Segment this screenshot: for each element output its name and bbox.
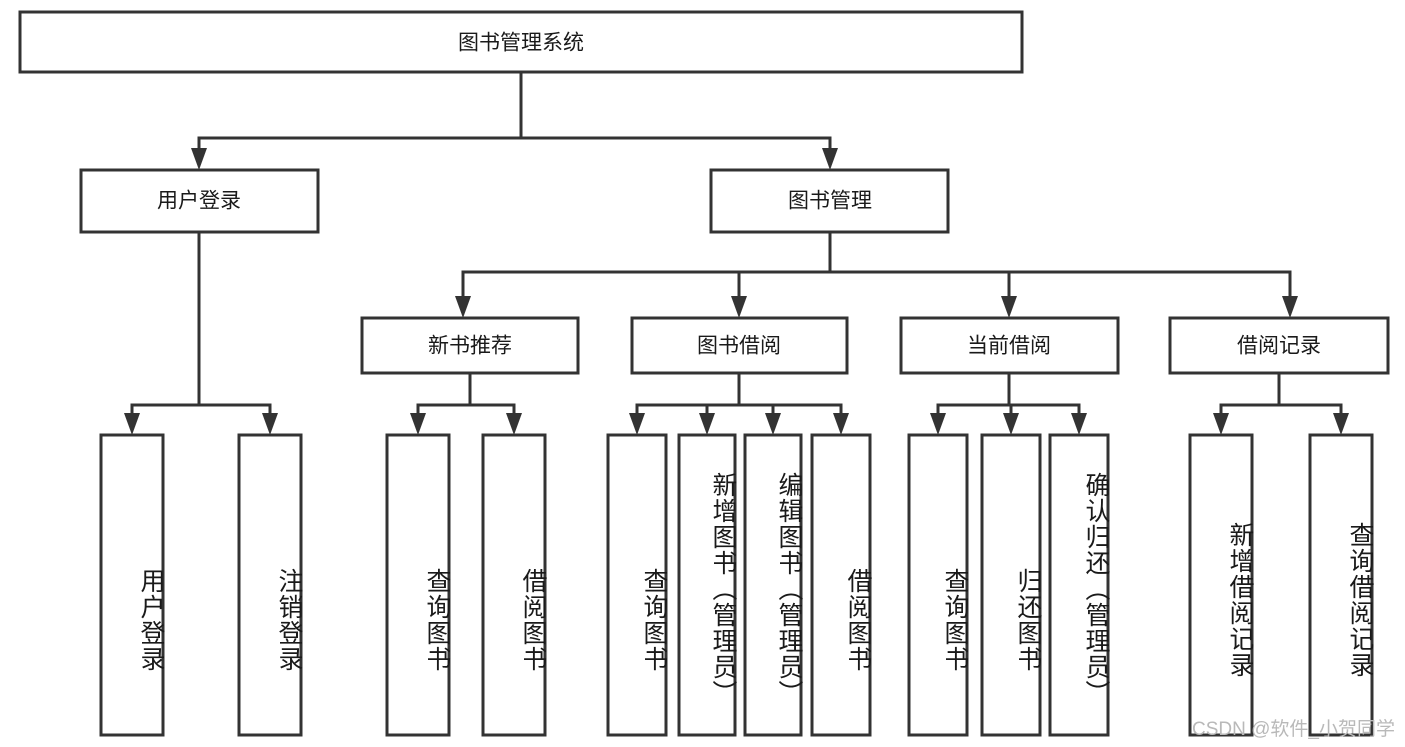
connector-group-borrow-record-children xyxy=(1213,371,1349,435)
node-borrow-record[interactable]: 借阅记录 xyxy=(1168,316,1390,375)
arrow-head-leaf-borrow-book-2 xyxy=(833,413,849,435)
connector-group-book-borrow-children xyxy=(629,371,849,435)
node-current-borrow-label: 当前借阅 xyxy=(967,335,1051,358)
node-user-login-label: 用户登录 xyxy=(157,190,241,213)
connector-group-root xyxy=(191,70,838,170)
node-current-borrow-box[interactable] xyxy=(899,316,1120,375)
arrow-head-leaf-user-login xyxy=(124,413,140,435)
node-user-login[interactable]: 用户登录 xyxy=(79,168,320,234)
arrow-head-book-borrow xyxy=(731,296,747,318)
node-new-book-rec[interactable]: 新书推荐 xyxy=(360,316,580,375)
node-borrow-record-label: 借阅记录 xyxy=(1237,335,1321,358)
node-book-manage[interactable]: 图书管理 xyxy=(709,168,950,234)
connector-group-book-manage xyxy=(455,230,1298,318)
leaf-box-user-login[interactable] xyxy=(99,433,165,737)
node-new-book-rec-box[interactable] xyxy=(360,316,580,375)
arrow-head-user-login xyxy=(191,148,207,170)
arrow-head-new-book-rec xyxy=(455,296,471,318)
node-root-label: 图书管理系统 xyxy=(458,32,584,55)
arrow-head-leaf-query-book-3 xyxy=(930,413,946,435)
node-borrow-record-box[interactable] xyxy=(1168,316,1390,375)
leaf-box-query-book-3[interactable] xyxy=(907,433,969,737)
node-user-login-box[interactable] xyxy=(79,168,320,234)
node-book-manage-label: 图书管理 xyxy=(788,190,872,213)
node-current-borrow[interactable]: 当前借阅 xyxy=(899,316,1120,375)
leaf-box-logout[interactable] xyxy=(237,433,303,737)
arrow-head-leaf-add-record xyxy=(1213,413,1229,435)
connector-group-new-book-rec-children xyxy=(410,371,522,435)
leaf-boxes xyxy=(99,433,1374,737)
node-new-book-rec-label: 新书推荐 xyxy=(428,335,512,358)
leaf-box-query-book-1[interactable] xyxy=(385,433,451,737)
leaf-box-add-book[interactable] xyxy=(677,433,737,737)
node-root[interactable]: 图书管理系统 xyxy=(18,10,1024,74)
node-book-manage-box[interactable] xyxy=(709,168,950,234)
arrow-head-book-manage xyxy=(822,148,838,170)
arrow-head-leaf-return-book xyxy=(1003,413,1019,435)
arrow-head-leaf-query-book-1 xyxy=(410,413,426,435)
arrow-head-leaf-add-book xyxy=(699,413,715,435)
arrow-head-leaf-logout xyxy=(262,413,278,435)
arrow-head-current-borrow xyxy=(1001,296,1017,318)
node-book-borrow[interactable]: 图书借阅 xyxy=(630,316,849,375)
watermark-text: CSDN @软件_小贺同学 xyxy=(1192,719,1395,740)
arrow-head-leaf-edit-book xyxy=(765,413,781,435)
node-book-borrow-box[interactable] xyxy=(630,316,849,375)
leaf-box-query-book-2[interactable] xyxy=(606,433,668,737)
connector-group-current-borrow-children xyxy=(930,371,1087,435)
leaf-box-return-book[interactable] xyxy=(980,433,1042,737)
arrow-head-borrow-record xyxy=(1282,296,1298,318)
node-book-borrow-label: 图书借阅 xyxy=(697,335,781,358)
leaf-box-edit-book[interactable] xyxy=(743,433,803,737)
leaf-box-add-record[interactable] xyxy=(1188,433,1254,737)
arrow-head-leaf-query-book-2 xyxy=(629,413,645,435)
arrow-head-leaf-confirm-return xyxy=(1071,413,1087,435)
connector-group-user-login-children xyxy=(124,230,278,435)
arrow-head-leaf-query-record xyxy=(1333,413,1349,435)
leaf-box-query-record[interactable] xyxy=(1308,433,1374,737)
leaf-box-borrow-book-1[interactable] xyxy=(481,433,547,737)
node-root-box[interactable] xyxy=(18,10,1024,74)
leaf-box-confirm-return[interactable] xyxy=(1048,433,1110,737)
leaf-box-borrow-book-2[interactable] xyxy=(810,433,872,737)
arrow-head-leaf-borrow-book-1 xyxy=(506,413,522,435)
